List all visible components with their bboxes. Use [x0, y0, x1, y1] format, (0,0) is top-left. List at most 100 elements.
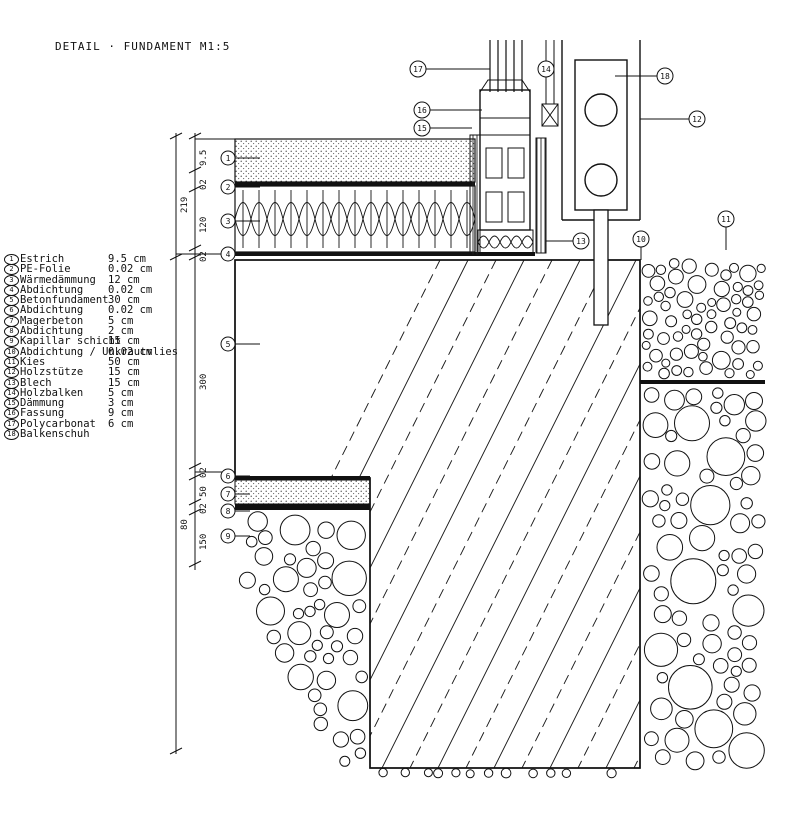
- callout-3-label: 3: [226, 217, 231, 226]
- legend-label: Balkenschuh: [20, 428, 90, 441]
- callout-12-label: 12: [692, 115, 702, 124]
- dim-120: 120: [199, 217, 209, 233]
- legend-value: 30 cm: [108, 294, 140, 307]
- legend-value: 0.02 cm: [108, 304, 153, 317]
- callout-4-label: 4: [226, 250, 231, 259]
- callout-8-label: 8: [226, 507, 231, 516]
- dim-300: 300: [199, 374, 209, 390]
- facade-element: [469, 40, 559, 256]
- legend-label: Magerbeton: [20, 314, 84, 327]
- callout-1: [220, 150, 260, 166]
- callout-14-label: 14: [541, 65, 551, 74]
- facade-insulation-block: [477, 229, 534, 255]
- legend-label: Fassung: [20, 407, 65, 420]
- callout-5: [220, 336, 260, 352]
- bolt-hole-top: [584, 93, 618, 127]
- callout-numbers: 1 2 3 4 5 6 7 8 9 10 11 12 13 14 15 16 1…: [226, 65, 731, 541]
- legend-value: 15 cm: [108, 366, 140, 379]
- legend-value: 0.02 cm: [108, 263, 153, 276]
- legend-label: Estrich: [20, 253, 65, 265]
- callout-6-label: 6: [226, 472, 231, 481]
- legend-label: Kapillar schicht: [20, 335, 122, 348]
- callout-2: [220, 179, 260, 195]
- lower-layers: [234, 476, 371, 510]
- anchor-plate: [593, 209, 609, 326]
- gravel-left-fill: [238, 511, 617, 779]
- callout-7: [220, 486, 250, 502]
- callout-13: [546, 232, 590, 250]
- gravel-right-fill: [641, 387, 767, 771]
- callout-1-label: 1: [226, 154, 231, 163]
- metal-sheet: [535, 137, 547, 254]
- screed-layer: [234, 138, 476, 183]
- legend-value: 50 cm: [108, 355, 140, 368]
- callout-9-label: 9: [226, 532, 231, 541]
- callout-18-label: 18: [660, 72, 670, 81]
- dim-50: 50: [199, 486, 209, 497]
- callout-4: [220, 246, 260, 262]
- legend-label: Abdichtung: [20, 325, 84, 338]
- legend-value: 0.02 cm: [108, 283, 153, 296]
- callout-13-label: 13: [576, 237, 586, 246]
- timber-beam: [541, 103, 559, 127]
- dim-02c: 02: [199, 467, 209, 478]
- callout-8: [220, 503, 250, 519]
- callout-14: [537, 60, 555, 78]
- callout-16: [413, 101, 482, 119]
- legend-value: 6 cm: [108, 417, 134, 430]
- callout-5-label: 5: [226, 340, 231, 349]
- callout-9: [220, 528, 250, 544]
- lean-concrete: [234, 479, 371, 505]
- legend-value: 3 cm: [108, 397, 134, 410]
- dimension-labels: 9.5 02 120 02 219 300 02 50 02 150 80: [180, 150, 209, 550]
- dim-02d: 02: [199, 503, 209, 514]
- dim-150: 150: [199, 534, 209, 550]
- legend-value: 9.5 cm: [108, 253, 146, 265]
- legend-value: 15 cm: [108, 376, 140, 389]
- legend-label: Dämmung: [20, 397, 65, 410]
- dim-02a: 02: [199, 179, 209, 190]
- frame-profile: [479, 89, 531, 231]
- pe-foil-layer: [235, 182, 475, 186]
- legend-value: 0.02 cm: [108, 345, 153, 358]
- legend-value: 9 cm: [108, 407, 134, 420]
- legend-value: 5 cm: [108, 314, 134, 327]
- callout-10: [632, 230, 650, 260]
- timber-column: [561, 40, 641, 326]
- legend-label: Holzstütze: [20, 366, 84, 379]
- callout-12: [640, 110, 706, 128]
- legend-label: Betonfundament: [20, 294, 109, 307]
- legend-label: PE-Folie: [20, 263, 71, 276]
- callout-16-label: 16: [417, 106, 427, 115]
- sealing-8: [235, 504, 370, 510]
- callout-7-label: 7: [226, 490, 231, 499]
- legend-label: Polycarbonat: [20, 417, 96, 430]
- callout-18: [615, 67, 674, 85]
- callout-15: [413, 119, 472, 137]
- weed-fleece: [640, 380, 765, 384]
- legend-label: Wärmedämmung: [20, 273, 96, 286]
- legend-value: 5 cm: [108, 386, 134, 399]
- callout-17-label: 17: [413, 65, 423, 74]
- legend-label: Abdichtung: [20, 304, 84, 317]
- dim-02b: 02: [199, 251, 209, 262]
- callout-3: [220, 213, 260, 229]
- beam-shoe: [574, 59, 628, 211]
- waterproofing-layer: [235, 252, 535, 256]
- callout-11-label: 11: [721, 215, 731, 224]
- legend-label: Abdichtung: [20, 283, 84, 296]
- legend-number: 18: [4, 429, 19, 441]
- legend-label: Kies: [20, 355, 46, 368]
- drawing-title: DETAIL · FUNDAMENT M1:5: [55, 40, 231, 53]
- callout-11: [717, 210, 735, 250]
- legend-label: Abdichtung / Unkrautvlies: [20, 345, 179, 358]
- bolt-hole-bottom: [584, 163, 618, 197]
- legend-label: Holzbalken: [20, 386, 84, 399]
- legend-label: Blech: [20, 376, 52, 389]
- legend-value: 2 cm: [108, 325, 134, 338]
- insulation-waves: [234, 190, 476, 248]
- dim-9-5: 9.5: [199, 150, 209, 166]
